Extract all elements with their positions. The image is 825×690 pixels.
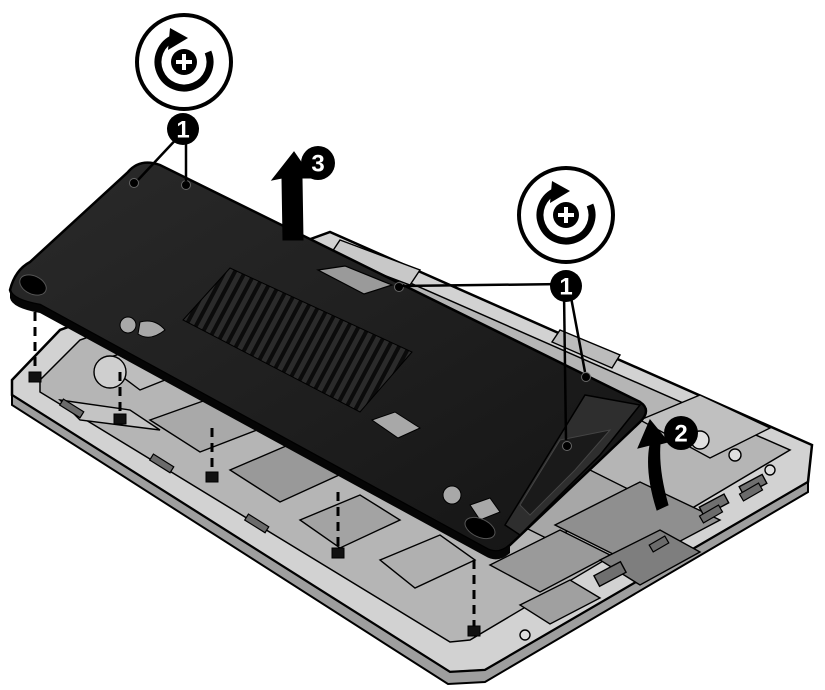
cover-indicator-plates [119,316,501,521]
alignment-tabs [28,371,481,637]
callout-remove-cover: 3 [301,146,335,180]
counterclockwise-screwdriver-icon [135,13,233,111]
cover-vent-grille [182,267,413,413]
counterclockwise-screwdriver-icon [517,166,615,264]
service-door-cover[interactable] [8,161,648,560]
cover-label-recess [316,265,394,295]
callout-remove-screws: 1 [167,113,199,145]
callout-lift-edge: 2 [664,416,698,450]
alignment-guides [33,312,476,632]
callout-number: 2 [674,421,687,448]
side-ports [58,398,764,553]
callout-number: 1 [176,117,189,144]
callout-number: 3 [311,151,324,178]
callout-remove-screws: 1 [550,270,582,302]
callout-number: 1 [559,274,572,301]
cover-rubber-feet [19,274,496,540]
callout-leader-lines [137,132,587,441]
cover-screws[interactable] [129,178,591,451]
curved-lift-arrow-icon [637,419,669,511]
